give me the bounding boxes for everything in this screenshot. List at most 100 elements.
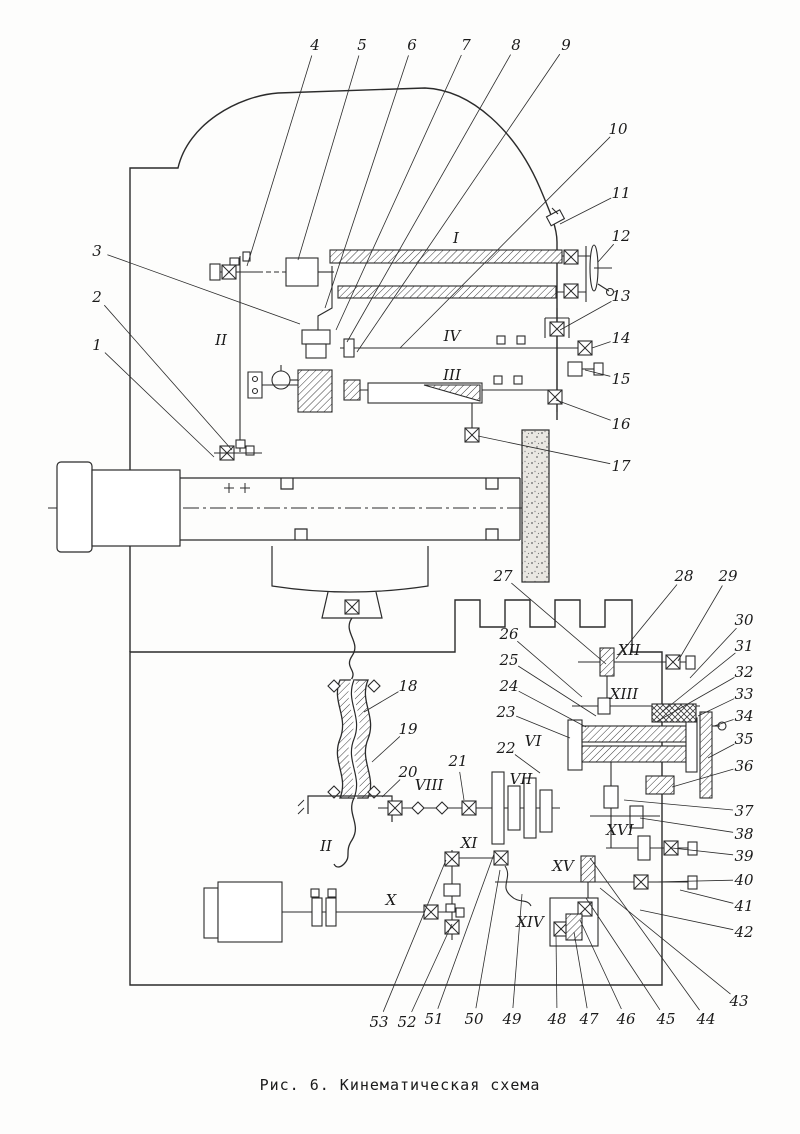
leader-line-10 <box>399 136 611 349</box>
rail-bracket <box>280 478 294 490</box>
center-marks <box>224 483 250 493</box>
part-label-14: 14 <box>611 329 630 347</box>
gear <box>513 375 523 385</box>
leader-line-9 <box>356 53 561 353</box>
bevel-gear <box>235 439 246 449</box>
gear <box>491 771 505 845</box>
part-label-37: 37 <box>734 802 754 820</box>
rail-bracket <box>485 478 499 490</box>
headstock-block <box>91 469 181 547</box>
part-label-2: 2 <box>91 288 102 306</box>
part-label-24: 24 <box>498 677 518 695</box>
shaft-label-XI-10: XI <box>460 834 479 852</box>
shaft-label-XII-4: XII <box>617 641 642 659</box>
part-label-32: 32 <box>734 663 753 681</box>
gear <box>443 883 461 897</box>
figure-caption: Рис. 6. Кинематическая схема <box>259 1076 541 1094</box>
bearing-icon <box>663 840 679 856</box>
leader-line-53 <box>382 859 447 1012</box>
shaft-label-X-11: X <box>385 891 398 909</box>
leader-line-29 <box>677 585 723 662</box>
part-label-27: 27 <box>492 567 513 585</box>
shaft-label-II-1: II <box>214 331 228 349</box>
part-label-3: 3 <box>92 242 102 260</box>
leader-line-30 <box>689 627 737 679</box>
leader-line-37 <box>623 799 734 811</box>
leader-line-49 <box>512 893 523 1009</box>
part-label-30: 30 <box>734 611 754 629</box>
drum-screw-2 <box>581 745 687 763</box>
part-label-44: 44 <box>695 1010 715 1028</box>
part-label-22: 22 <box>495 739 515 757</box>
part-label-40: 40 <box>733 871 754 889</box>
leader-line-13 <box>559 301 612 331</box>
bearing-icon <box>563 283 579 299</box>
coupling-half <box>311 897 323 927</box>
bearing-icon <box>461 800 477 816</box>
drum-screw-1 <box>581 725 687 743</box>
part-label-10: 10 <box>608 120 628 138</box>
leader-line-4 <box>246 55 313 267</box>
shaft-label-XIII-5: XIII <box>609 685 640 703</box>
gear <box>507 785 521 831</box>
leader-line-48 <box>555 935 558 1009</box>
part-label-16: 16 <box>611 415 631 433</box>
leader-line-50 <box>475 869 501 1009</box>
gear <box>539 789 553 833</box>
motor-end <box>203 887 219 939</box>
lower-mechanism <box>203 647 727 947</box>
leader-line-24 <box>518 690 587 728</box>
gear <box>645 775 675 795</box>
bevel-gear <box>455 907 465 918</box>
leader-line-43 <box>599 887 731 995</box>
bevel-gear <box>245 445 255 456</box>
part-label-13: 13 <box>611 287 630 305</box>
lead-screw-lower <box>337 285 557 299</box>
pump-block <box>297 369 333 413</box>
leader-line-39 <box>671 847 734 856</box>
gear <box>343 338 355 358</box>
universal-joint-icon <box>367 679 381 693</box>
leader-line-15 <box>584 369 611 377</box>
gear <box>516 335 526 345</box>
leader-line-25 <box>517 665 597 717</box>
spindle-assembly <box>48 461 545 553</box>
universal-joint-icon <box>435 801 449 815</box>
end-block <box>209 263 221 281</box>
gear <box>603 785 619 809</box>
part-label-20: 20 <box>397 763 418 781</box>
part-label-50: 50 <box>464 1010 484 1028</box>
drive-block <box>285 257 319 287</box>
leader-line-31 <box>661 652 736 713</box>
part-label-28: 28 <box>673 567 693 585</box>
bearing-icon <box>221 264 237 280</box>
leader-line-2 <box>104 304 233 451</box>
grinding-wheel <box>521 429 550 583</box>
part-label-45: 45 <box>655 1010 675 1028</box>
variator-cone <box>423 384 481 402</box>
leader-line-36 <box>671 768 734 788</box>
part-label-48: 48 <box>546 1010 566 1028</box>
bearing-icon <box>563 249 579 265</box>
leader-line-27 <box>511 582 607 665</box>
part-label-6: 6 <box>407 36 417 54</box>
bevel-gear <box>229 257 240 266</box>
bearing-icon <box>577 340 593 356</box>
shaft-label-VI-6: VI <box>525 732 543 750</box>
leader-line-8 <box>346 54 511 343</box>
bevel-gear <box>445 903 456 913</box>
shaft-label-XIV-14: XIV <box>515 913 546 931</box>
part-label-31: 31 <box>734 637 753 655</box>
shaft-label-III-3: III <box>442 366 462 384</box>
flex-link <box>504 865 532 907</box>
bearing-icon <box>493 850 509 866</box>
part-label-1: 1 <box>92 336 102 354</box>
gear <box>637 835 651 861</box>
lead-screw-upper <box>329 249 563 264</box>
motor-body <box>217 881 283 943</box>
pipe <box>317 266 333 330</box>
gear <box>597 697 611 715</box>
leader-line-52 <box>411 923 453 1013</box>
